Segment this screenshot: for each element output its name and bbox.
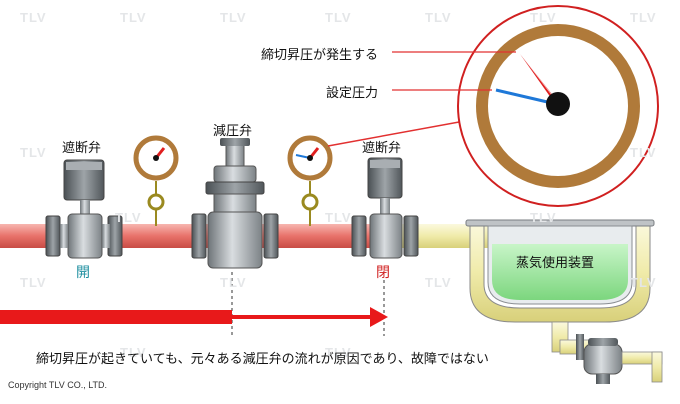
copyright: Copyright TLV CO., LTD. xyxy=(8,380,108,390)
watermark: TLV xyxy=(425,10,452,25)
upstream-pressure-gauge xyxy=(133,135,179,226)
watermark: TLV xyxy=(630,10,657,25)
left-shutoff-valve xyxy=(45,159,123,259)
lockup-label: 締切昇圧が発生する xyxy=(261,48,379,63)
caption: 締切昇圧が起きていても、元々ある減圧弁の流れが原因であり、故障ではない xyxy=(36,352,489,367)
callout-line xyxy=(327,119,471,147)
watermark: TLV xyxy=(630,145,657,160)
watermark: TLV xyxy=(325,10,352,25)
steam-equipment-vessel xyxy=(465,219,655,355)
watermark: TLV xyxy=(630,275,657,290)
watermark: TLV xyxy=(220,275,247,290)
pressure-reducing-valve xyxy=(191,138,279,269)
watermark: TLV xyxy=(325,210,352,225)
downstream-pressure-gauge xyxy=(287,135,333,226)
flow-arrow-head xyxy=(370,307,388,327)
set-pressure-label: 設定圧力 xyxy=(326,86,379,101)
watermark: TLV xyxy=(530,210,557,225)
magnified-pressure-gauge xyxy=(457,5,659,207)
watermark: TLV xyxy=(325,345,352,360)
set-pressure-needle xyxy=(495,88,557,106)
watermark: TLV xyxy=(220,10,247,25)
right-shutoff-valve-label: 遮断弁 xyxy=(362,141,402,156)
watermark: TLV xyxy=(425,275,452,290)
prv-label: 減圧弁 xyxy=(213,124,253,139)
left-shutoff-valve-label: 遮断弁 xyxy=(62,141,102,156)
flow-bar xyxy=(0,310,232,324)
watermark: TLV xyxy=(120,345,147,360)
open-status-label: 開 xyxy=(76,265,90,281)
watermark: TLV xyxy=(20,10,47,25)
closed-status-label: 閉 xyxy=(376,265,390,281)
equipment-label: 蒸気使用装置 xyxy=(516,256,595,271)
watermark: TLV xyxy=(530,10,557,25)
watermark: TLV xyxy=(120,10,147,25)
watermark: TLV xyxy=(20,145,47,160)
right-shutoff-valve xyxy=(351,157,419,259)
watermark: TLV xyxy=(20,275,47,290)
steam-trap xyxy=(576,334,663,384)
watermark: TLV xyxy=(115,210,142,225)
